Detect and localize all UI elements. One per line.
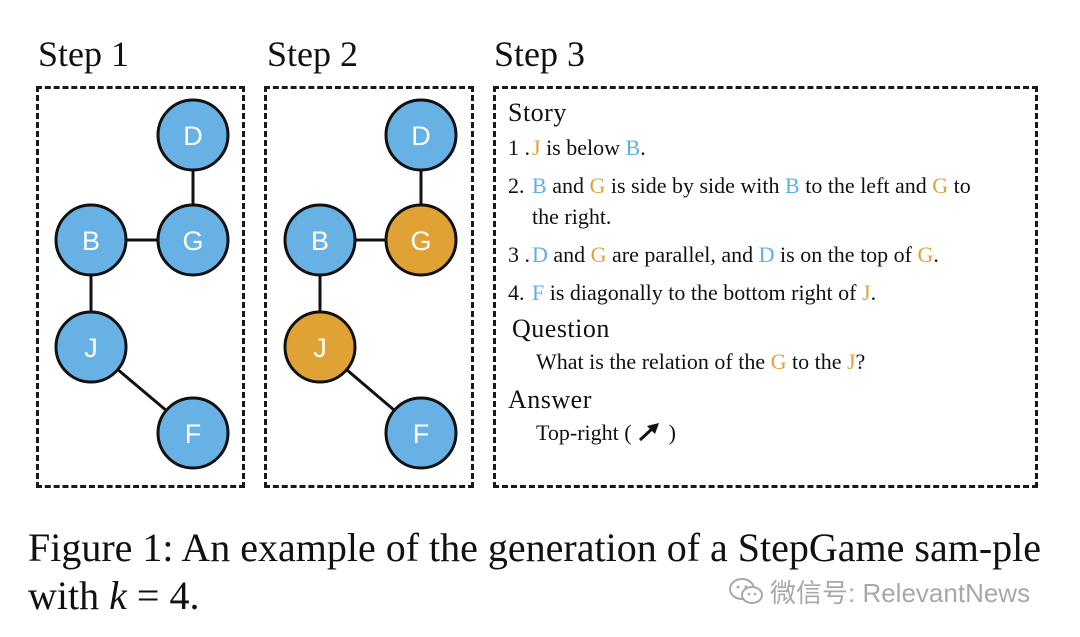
entity-label: G	[589, 173, 606, 198]
step1-node-g: G	[156, 203, 230, 277]
story-item: 1 .J is below B.	[508, 132, 1028, 163]
entity-label: G	[932, 173, 949, 198]
step-3-title: Step 3	[494, 34, 586, 74]
story-item: 3 .D and G are parallel, and D is on the…	[508, 239, 1028, 270]
step2-node-b: B	[283, 203, 357, 277]
step1-node-d: D	[156, 98, 230, 172]
text-run: is on the top of	[774, 242, 918, 267]
step2-node-j: J	[283, 310, 357, 384]
entity-label: B	[625, 135, 641, 160]
step2-node-label-f: F	[413, 419, 430, 449]
story-item-number: 3 .	[508, 242, 530, 267]
step1-node-label-j: J	[84, 333, 98, 363]
answer-label: Top-right (	[536, 420, 632, 445]
step2-node-label-g: G	[410, 226, 431, 256]
text-run: are parallel, and	[606, 242, 759, 267]
step1-node-label-b: B	[82, 226, 100, 256]
arrow-northeast-icon	[639, 423, 660, 442]
text-run: to the right.	[532, 173, 971, 229]
story-item-number: 4.	[508, 280, 525, 305]
text-run: and	[547, 242, 591, 267]
step2-node-d: D	[384, 98, 458, 172]
story-item-number: 1 .	[508, 135, 530, 160]
story-item-text: J is below B.	[532, 132, 646, 163]
story-item: 4. F is diagonally to the bottom right of…	[508, 277, 1028, 308]
step1-node-label-f: F	[185, 419, 202, 449]
step2-node-g: G	[384, 203, 458, 277]
step1-node-f: F	[156, 396, 230, 470]
entity-label: J	[862, 280, 871, 305]
answer-close: )	[668, 420, 676, 445]
story-item-text: D and G are parallel, and D is on the to…	[532, 239, 939, 270]
text-run: .	[640, 135, 646, 160]
step1-node-b: B	[54, 203, 128, 277]
entity-label: G	[770, 349, 787, 374]
entity-label: G	[917, 242, 934, 267]
step1-node-j: J	[54, 310, 128, 384]
step2-node-f: F	[384, 396, 458, 470]
story-item: 2. B and G is side by side with B to the …	[508, 170, 1028, 232]
step-2-panel	[264, 86, 474, 488]
watermark: 微信号: RelevantNews	[728, 573, 1030, 610]
entity-label: B	[532, 173, 547, 198]
entity-label: J	[846, 349, 856, 374]
entity-label: G	[590, 242, 607, 267]
caption-math-rest: = 4.	[126, 573, 200, 618]
step-3-panel	[493, 86, 1038, 488]
step-1-title: Step 1	[38, 34, 130, 74]
step-2-title: Step 2	[267, 34, 359, 74]
question-text: What is the relation of the G to the J?	[508, 346, 1028, 377]
story-heading: Story	[508, 98, 567, 127]
text-run: is side by side with	[605, 173, 786, 198]
text-run: is below	[540, 135, 626, 160]
story-item-number: 2.	[508, 173, 525, 198]
text-run: .	[870, 280, 877, 305]
step2-node-label-b: B	[311, 226, 329, 256]
entity-label: D	[758, 242, 775, 267]
entity-label: B	[785, 173, 800, 198]
text-run: .	[933, 242, 939, 267]
question-heading: Question	[512, 314, 610, 343]
step2-node-label-j: J	[313, 333, 327, 363]
text-run: to the	[786, 349, 847, 374]
text-run: to the left and	[799, 173, 933, 198]
story-item-text: F is diagonally to the bottom right of J…	[532, 277, 876, 308]
step1-node-label-d: D	[183, 121, 203, 151]
wechat-icon	[729, 577, 763, 604]
story-panel: Story 1 .J is below B.2.B and G is side …	[508, 96, 1028, 448]
step2-node-label-d: D	[411, 121, 431, 151]
watermark-text: 微信号: RelevantNews	[770, 578, 1031, 608]
figure-caption: Figure 1: An example of the generation o…	[28, 524, 1058, 620]
caption-text: Figure 1: An example of the generation o…	[28, 525, 1042, 618]
text-run: What is the relation of the	[536, 349, 771, 374]
story-list: 1 .J is below B.2.B and G is side by sid…	[508, 132, 1028, 308]
step-1-panel	[36, 86, 245, 488]
text-run: is diagonally to the bottom right of	[544, 280, 862, 305]
story-item-text: B and G is side by side with B to the le…	[532, 170, 992, 232]
entity-label: D	[532, 242, 548, 267]
caption-math-var: k	[109, 573, 127, 618]
step1-node-label-g: G	[182, 226, 203, 256]
text-run: ?	[855, 349, 866, 374]
entity-label: J	[532, 135, 541, 160]
text-run: and	[546, 173, 590, 198]
answer-heading: Answer	[508, 385, 592, 414]
entity-label: F	[532, 280, 545, 305]
step-2-graph: D B G J F	[283, 98, 458, 470]
step-1-graph: D B G J F	[54, 98, 230, 470]
answer-text: Top-right ( )	[508, 417, 1028, 448]
